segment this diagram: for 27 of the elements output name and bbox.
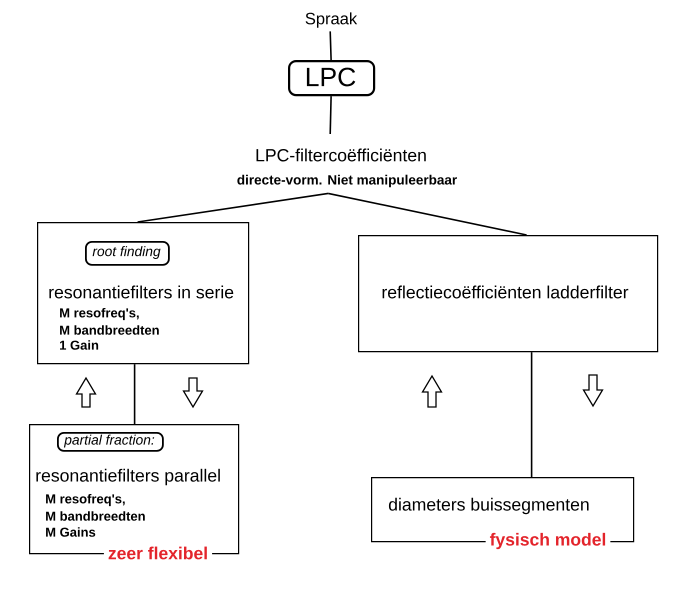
box-title: diameters buissegmenten	[388, 498, 589, 514]
box-title: resonantiefilters in serie	[49, 286, 234, 298]
connector-line	[137, 192, 328, 223]
process-box	[371, 477, 634, 550]
connector-line	[134, 364, 136, 424]
note-text: directe-vorm. Niet manipuleerbaar	[237, 174, 457, 188]
connector-line	[328, 192, 527, 236]
list-item: M bandbreedten	[60, 325, 159, 335]
method-tag: partial fraction:	[57, 432, 164, 452]
box-title: resonantiefilters parallel	[36, 468, 220, 486]
list-item: M Gains	[46, 527, 96, 537]
process-box	[29, 424, 240, 560]
process-box: LPC	[288, 60, 376, 96]
highlight-label: zeer flexibel	[104, 546, 212, 560]
connector-line	[329, 31, 332, 60]
output-label: LPC-filtercoëfficiënten	[256, 148, 426, 162]
connector-line	[530, 352, 532, 477]
list-item: M resofreq's,	[46, 494, 125, 506]
process-box	[37, 222, 250, 364]
process-box: reflectiecoëfficiënten ladderfilter	[358, 235, 658, 352]
method-tag: root finding	[85, 241, 170, 266]
connector-line	[329, 96, 332, 134]
highlight-label: fysisch model	[486, 532, 610, 550]
list-item: M bandbreedten	[46, 511, 145, 521]
list-item: 1 Gain	[60, 340, 98, 350]
input-label: Spraak	[306, 12, 358, 28]
list-item: M resofreq's,	[60, 308, 139, 320]
